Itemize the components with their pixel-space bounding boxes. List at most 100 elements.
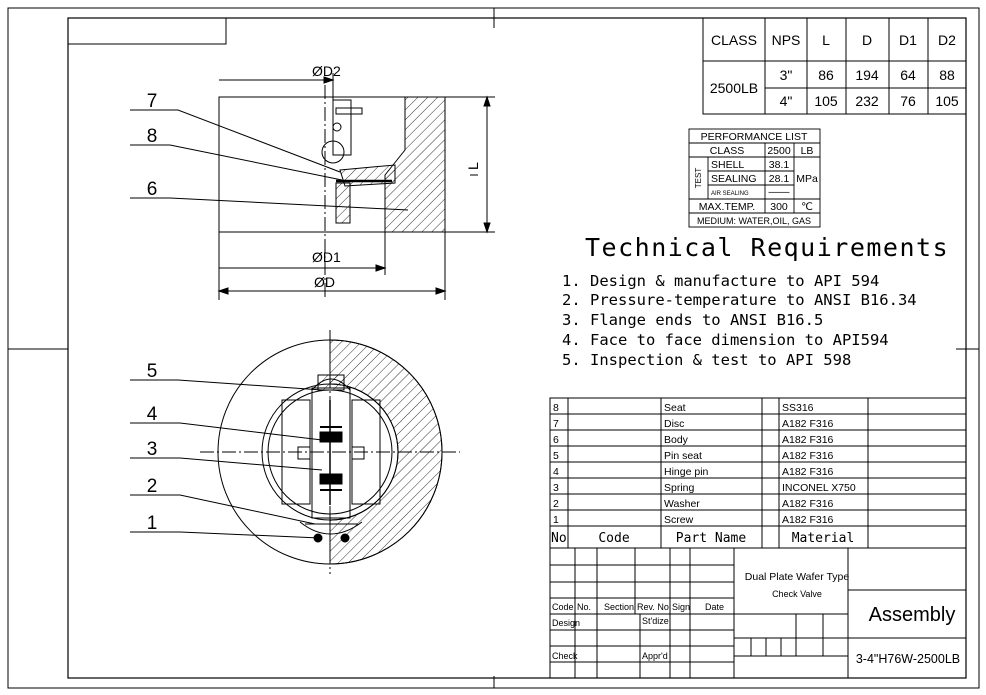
parts-header-code: Code — [598, 531, 629, 546]
part-6-name: Body — [664, 434, 689, 446]
dim-row2-l: 105 — [814, 93, 838, 109]
sheet-frame — [7, 7, 980, 689]
drawing-title: Assembly — [869, 604, 956, 626]
perf-shell-label: SHELL — [711, 159, 744, 171]
dim-row1-l: 86 — [818, 67, 834, 83]
part-5-no: 5 — [553, 450, 559, 462]
dimension-labels: ØD2 ØD1 ØD L — [312, 63, 481, 290]
check-label: Check — [552, 651, 578, 661]
perf-medium: MEDIUM: WATER,OIL, GAS — [697, 216, 811, 226]
part-7-name: Disc — [664, 418, 684, 430]
balloon-3: 3 — [147, 439, 158, 460]
part-3-material: INCONEL X750 — [782, 482, 856, 494]
dim-row1-d1: 64 — [900, 67, 916, 83]
dim-header-class: CLASS — [711, 32, 757, 48]
perf-air-label: AIR SEALING — [711, 191, 749, 197]
side-view — [217, 73, 495, 300]
requirements-title: Technical Requirements — [585, 233, 949, 262]
balloon-6: 6 — [147, 179, 158, 200]
body-section — [384, 96, 446, 233]
requirement-4: 4. Face to face dimension to API594 — [562, 331, 889, 349]
dim-row2-d1: 76 — [900, 93, 916, 109]
dim-header-l: L — [822, 32, 830, 48]
perf-temp-value: 300 — [770, 201, 788, 213]
dim-d-label: ØD — [314, 274, 335, 290]
part-2-material: A182 F316 — [782, 498, 834, 510]
top-leaders — [130, 109, 409, 211]
part-1-no: 1 — [553, 514, 559, 526]
perf-sealing-value: 28.1 — [769, 173, 790, 185]
perf-sealing-label: SEALING — [711, 173, 757, 185]
part-3-no: 3 — [553, 482, 559, 494]
rev-header-section: Section — [604, 602, 634, 612]
part-6-material: A182 F316 — [782, 434, 834, 446]
part-7-material: A182 F316 — [782, 418, 834, 430]
dim-d2-label: ØD2 — [312, 63, 341, 79]
requirement-5: 5. Inspection & test to API 598 — [562, 351, 851, 369]
parts-header-name: Part Name — [676, 531, 747, 546]
perf-shell-value: 38.1 — [769, 159, 790, 171]
design-label: Design — [552, 618, 580, 628]
part-8-material: SS316 — [782, 402, 814, 414]
drawing-number: 3-4"H76W-2500LB — [856, 652, 960, 666]
product-name-line2: Check Valve — [772, 589, 822, 599]
title-block: Code No. Section Rev. No. Sign Date Desi… — [549, 547, 967, 679]
parts-header-material: Material — [792, 531, 855, 546]
dim-d1-label: ØD1 — [312, 249, 341, 265]
perf-class-label: CLASS — [710, 145, 744, 157]
dim-row1-d2: 88 — [939, 67, 955, 83]
part-6-no: 6 — [553, 434, 559, 446]
part-3-name: Spring — [664, 482, 695, 494]
requirement-3: 3. Flange ends to ANSI B16.5 — [562, 311, 823, 329]
part-8-no: 8 — [553, 402, 559, 414]
balloon-2: 2 — [147, 476, 158, 497]
requirement-2: 2. Pressure-temperature to ANSI B16.34 — [562, 291, 917, 309]
rev-header-revno: Rev. No. — [637, 602, 671, 612]
dim-row1-nps: 3" — [780, 67, 793, 83]
part-5-name: Pin seat — [664, 450, 702, 462]
perf-temp-label: MAX.TEMP. — [699, 201, 755, 213]
rev-header-sign: Sign — [672, 602, 690, 612]
rev-header-date: Date — [705, 602, 724, 612]
balloon-4: 4 — [147, 404, 158, 425]
rev-header-code: Code — [552, 602, 574, 612]
perf-pressure-unit: MPa — [796, 173, 818, 185]
parts-header-no: No — [551, 531, 567, 546]
perf-title: PERFORMANCE LIST — [701, 131, 808, 143]
perf-temp-unit: ℃ — [801, 201, 813, 213]
rev-header-no: No. — [577, 602, 591, 612]
dim-row2-d2: 105 — [935, 93, 959, 109]
perf-class-unit: LB — [801, 145, 814, 157]
balloon-1: 1 — [147, 513, 158, 534]
performance-list: PERFORMANCE LIST CLASS 2500 LB TEST SHEL… — [688, 128, 821, 228]
balloon-8: 8 — [147, 126, 158, 147]
dim-header-d2: D2 — [938, 32, 956, 48]
dim-row2-nps: 4" — [780, 93, 793, 109]
part-7-no: 7 — [553, 418, 559, 430]
part-1-material: A182 F316 — [782, 514, 834, 526]
bottom-leaders — [130, 379, 323, 539]
part-5-material: A182 F316 — [782, 450, 834, 462]
stdize-label: St'dize — [642, 616, 669, 626]
product-name-line1: Dual Plate Wafer Type — [745, 571, 850, 583]
apprd-label: Appr'd — [642, 651, 668, 661]
dim-header-d1: D1 — [899, 32, 917, 48]
technical-requirements: Technical Requirements 1. Design & manuf… — [562, 233, 949, 369]
requirement-1: 1. Design & manufacture to API 594 — [562, 272, 879, 290]
balloon-5: 5 — [147, 361, 158, 382]
dim-class-value: 2500LB — [710, 80, 758, 96]
part-4-material: A182 F316 — [782, 466, 834, 478]
dim-header-d: D — [862, 32, 872, 48]
part-4-name: Hinge pin — [664, 466, 709, 478]
perf-test-label: TEST — [694, 168, 703, 189]
dim-row2-d: 232 — [855, 93, 879, 109]
dim-row1-d: 194 — [855, 67, 879, 83]
part-2-no: 2 — [553, 498, 559, 510]
part-2-name: Washer — [664, 498, 700, 510]
perf-air-value: —— — [769, 186, 791, 198]
balloon-7: 7 — [147, 91, 158, 112]
part-1-name: Screw — [664, 514, 694, 526]
parts-list: 8 Seat SS316 7 Disc A182 F316 6 Body A18… — [549, 397, 967, 549]
balloon-numbers: 7 8 6 5 4 3 2 1 — [147, 91, 158, 534]
